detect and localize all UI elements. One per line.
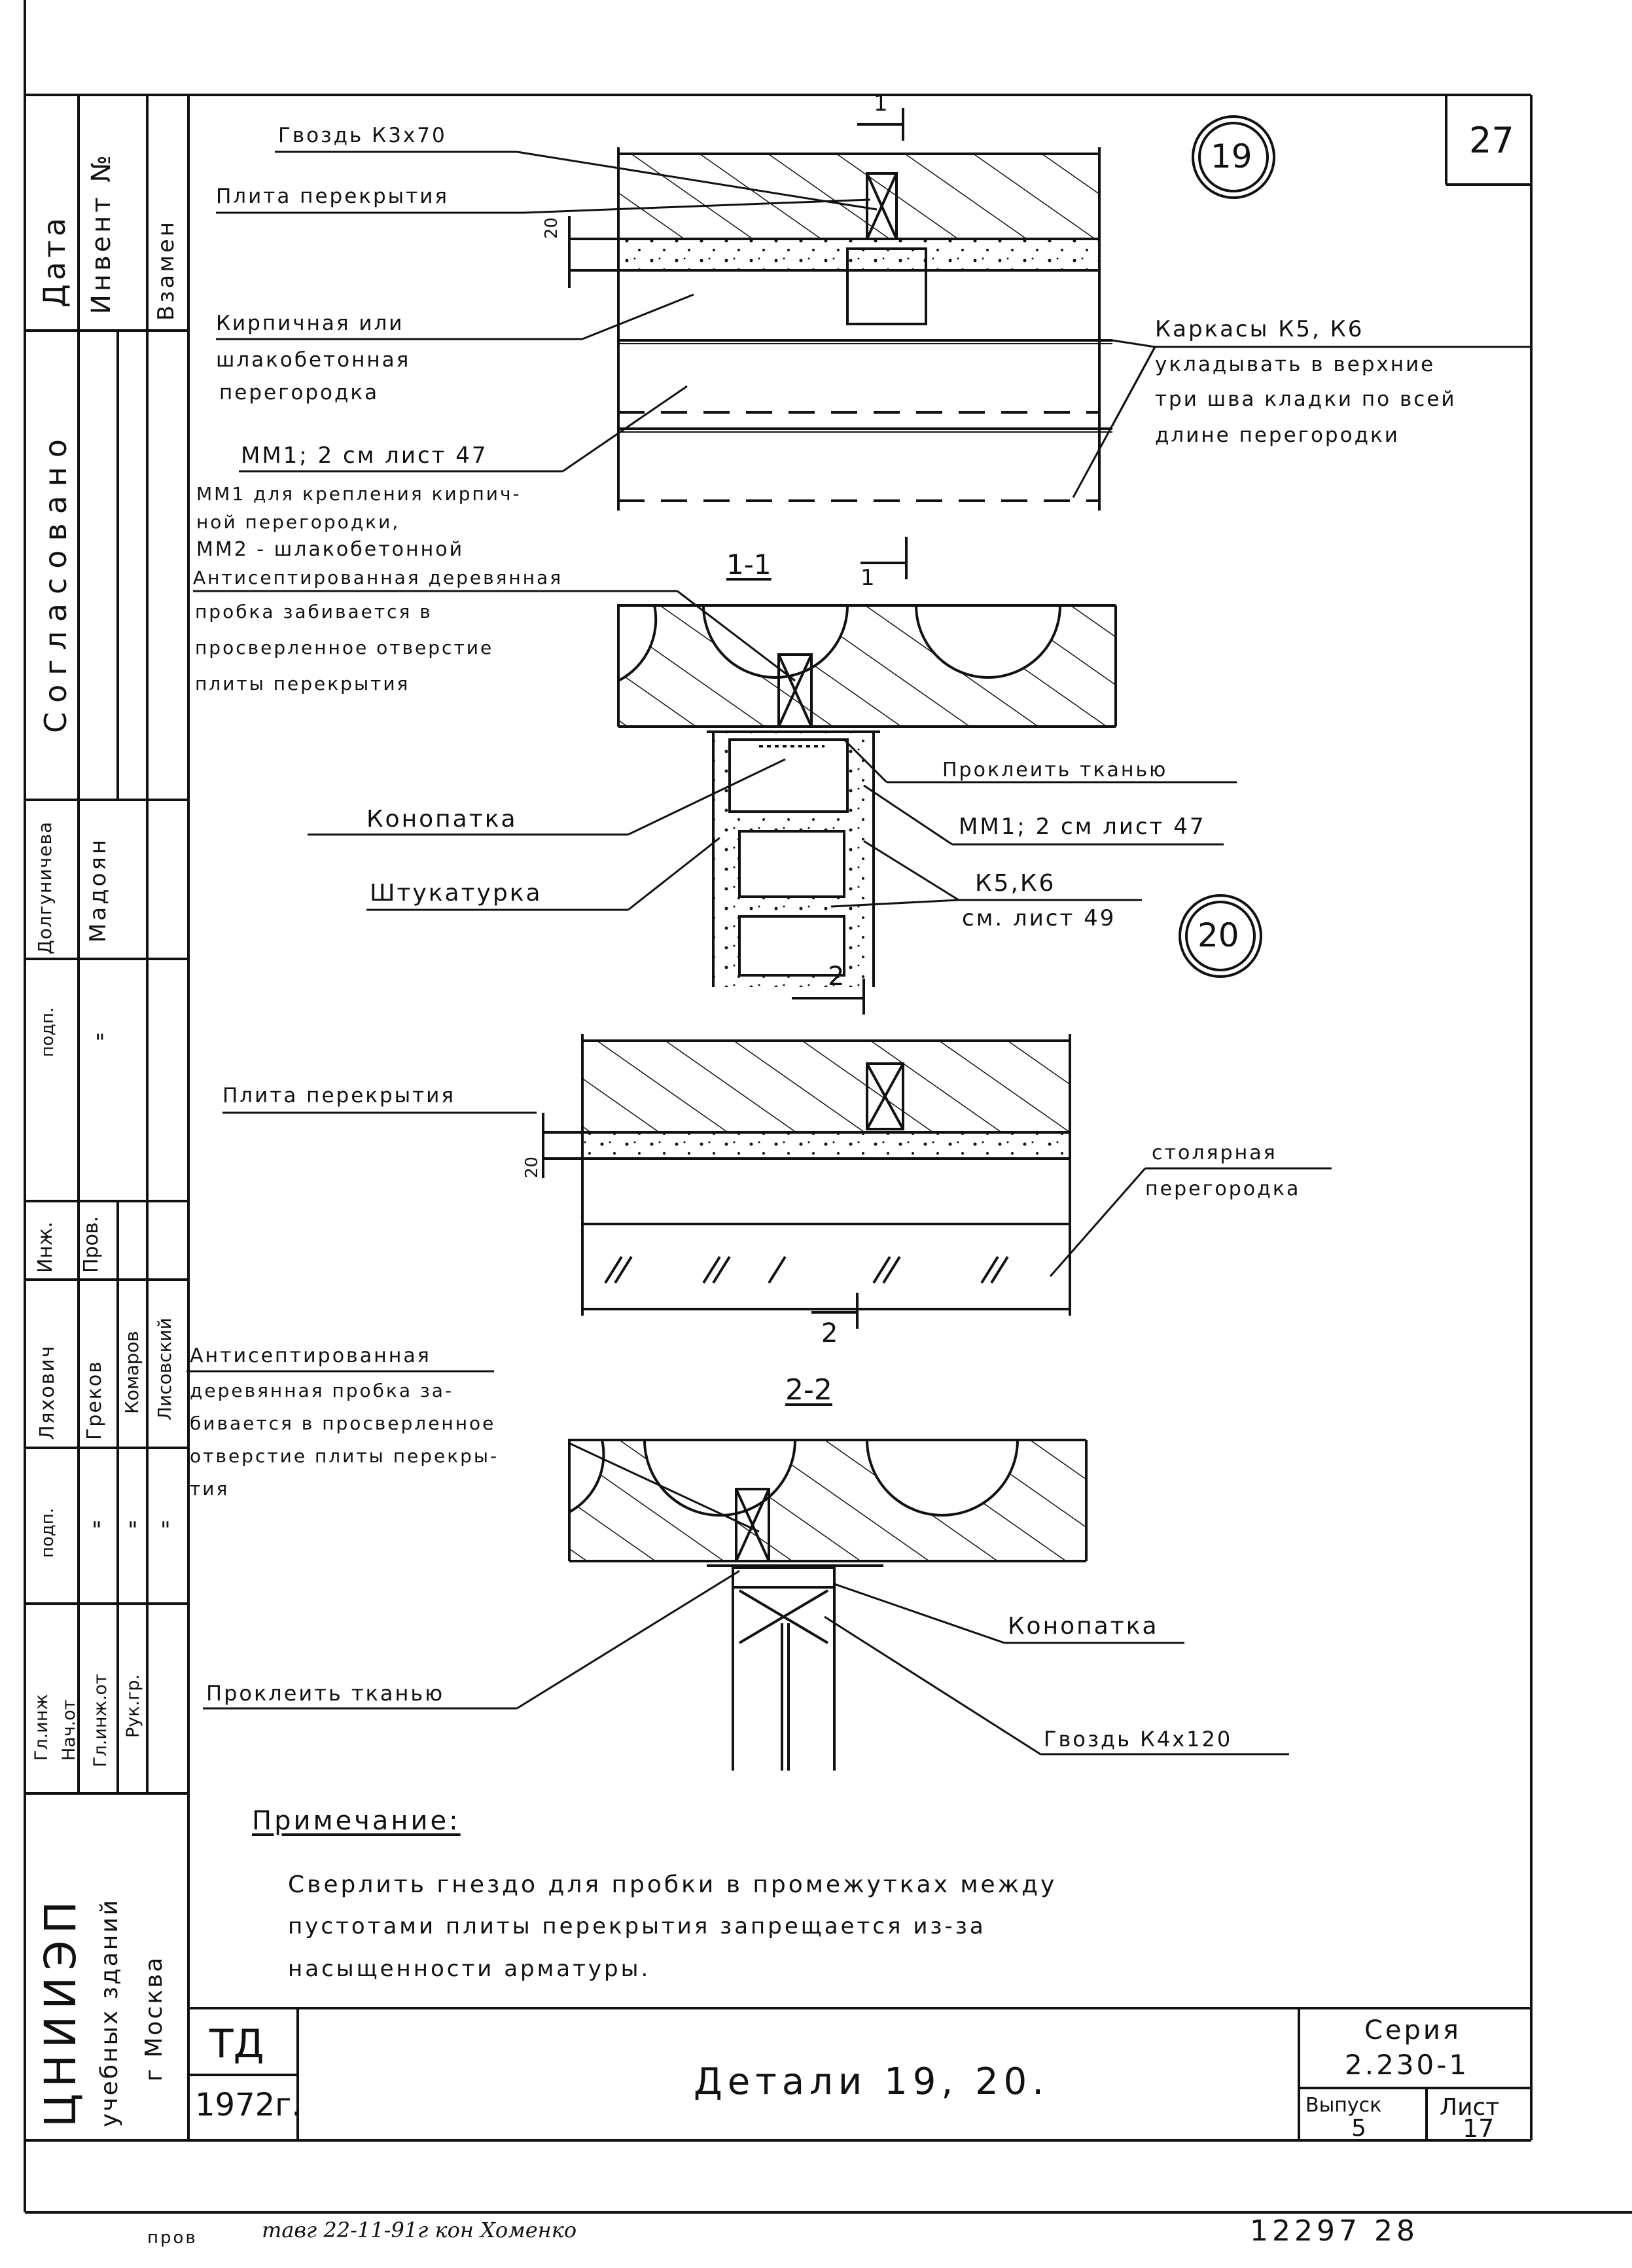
label-anti-1d: плиты перекрытия <box>195 673 410 694</box>
label-kirpich-2: шлакобетонная <box>216 348 411 372</box>
label-konopatka-1: Конопатка <box>366 806 518 833</box>
leader-lines <box>186 151 1531 1755</box>
label-mm1-note-2: ной перегородки, <box>196 511 400 533</box>
label-k5k6: К5,К6 <box>975 870 1056 897</box>
label-kirpich-3: перегородка <box>219 381 380 405</box>
list-value: 17 <box>1463 2114 1495 2143</box>
side-madoyan: Мадоян <box>85 837 111 943</box>
side-lyakhovich: Ляхович <box>36 1344 59 1440</box>
label-anti-2b: деревянная пробка за- <box>190 1380 454 1401</box>
footer-prov: пров <box>147 2228 198 2248</box>
dim-20-b: 20 <box>522 1156 542 1178</box>
label-karkasy-4: длине перегородки <box>1155 423 1400 447</box>
side-ditto-3: " <box>160 1517 171 1543</box>
label-shtukaturka: Штукатурка <box>370 880 542 907</box>
label-kirpich-1: Кирпичная или <box>216 312 404 335</box>
note-line-2: пустотами плиты перекрытия запрещается и… <box>288 1913 986 1939</box>
detail-20-plan <box>542 979 1071 1329</box>
dim-20-a: 20 <box>542 217 561 239</box>
label-mm1-note-3: ММ2 - шлакобетонной <box>196 538 465 561</box>
side-prov: Пров. <box>80 1215 103 1273</box>
side-inzh: Инж. <box>34 1221 57 1273</box>
seria-value: 2.230-1 <box>1345 2049 1470 2081</box>
side-ditto-1: " <box>92 1517 102 1543</box>
label-anti-2d: отверстие плиты перекры- <box>190 1445 499 1467</box>
side-komarov: Комаров <box>121 1331 143 1414</box>
label-mm1-b: ММ1; 2 см лист 47 <box>959 814 1206 840</box>
label-gvozd-k3: Гвоздь К3х70 <box>278 124 447 147</box>
side-org-name: ЦНИИЭП <box>35 1894 86 2127</box>
side-grekov: Греков <box>83 1360 106 1440</box>
title-year: 1972г. <box>195 2087 302 2123</box>
side-org-sub2: г Москва <box>141 1955 168 2081</box>
detail-circles <box>1179 115 1275 978</box>
sheet-frame <box>24 0 1632 2214</box>
side-podp-1: подп. <box>38 1007 58 1057</box>
side-podp-1-mark: " <box>95 1030 105 1056</box>
detail-20-number: 20 <box>1197 916 1239 954</box>
label-konopatka-2: Конопатка <box>1008 1613 1159 1640</box>
side-invent: Инвент № <box>86 151 116 314</box>
note-line-3: насыщенности арматуры. <box>288 1956 651 1982</box>
side-org-sub1: учебных зданий <box>96 1898 123 2127</box>
section-1-1-title: 1-1 <box>726 549 772 581</box>
side-nach-ot: Нач.от <box>59 1699 79 1761</box>
side-gl-inzh: Гл.инж <box>31 1694 52 1761</box>
side-soglasovano: Согласовано <box>38 430 73 733</box>
title-block-grid <box>188 2007 1531 2140</box>
cut-marker-2-top: 2 <box>828 962 845 992</box>
label-karkasy-2: укладывать в верхние <box>1155 353 1436 376</box>
label-stolyarnaya-2: перегородка <box>1145 1178 1301 1200</box>
label-k5k6-sheet: см. лист 49 <box>962 905 1116 931</box>
label-gvozd-k4: Гвоздь К4х120 <box>1044 1727 1233 1752</box>
vypusk-label: Выпуск <box>1305 2094 1382 2117</box>
label-karkasy-3: три шва кладки по всей <box>1155 387 1457 411</box>
footer-number: 12297 28 <box>1250 2214 1419 2248</box>
detail-19-number: 19 <box>1211 137 1252 175</box>
label-stolyarnaya-1: столярная <box>1152 1142 1277 1164</box>
label-prokl-1: Проклеить тканью <box>942 759 1168 782</box>
side-block-grid <box>25 95 190 2140</box>
sheet-number-top: 27 <box>1469 120 1514 161</box>
side-podp-2: подп. <box>38 1507 58 1558</box>
side-dolgunicheva: Долгуничева <box>34 821 56 954</box>
side-ruk-gr: Рук.гр. <box>123 1674 143 1738</box>
label-anti-1a: Антисептированная деревянная <box>193 567 563 588</box>
note-line-1: Сверлить гнездо для пробки в промежутках… <box>288 1871 1057 1898</box>
label-anti-1c: просверленное отверстие <box>195 637 494 658</box>
vypusk-value: 5 <box>1351 2115 1366 2142</box>
label-anti-1b: пробка забивается в <box>195 601 433 622</box>
label-plita-2: Плита перекрытия <box>222 1084 456 1107</box>
label-karkasy-1: Каркасы К5, К6 <box>1155 316 1364 342</box>
section-2-2-title: 2-2 <box>785 1373 832 1407</box>
drawing-title: Детали 19, 20. <box>694 2061 1050 2103</box>
label-mm1-note-1: ММ1 для крепления кирпич- <box>196 483 522 505</box>
side-vzamen: Взамен <box>153 219 179 321</box>
cut-marker-1: 1 <box>860 565 875 591</box>
label-prokl-2: Проклеить тканью <box>206 1681 445 1706</box>
label-anti-2a: Антисептированная <box>190 1344 431 1367</box>
side-ditto-2: " <box>128 1517 138 1543</box>
side-data: Дата <box>37 213 72 308</box>
section-2-2 <box>568 1439 1088 1771</box>
title-ta: ТД <box>209 2021 264 2067</box>
side-gl-inzh-ot: Гл.инж.от <box>90 1674 111 1767</box>
list-label: Лист <box>1440 2094 1500 2121</box>
label-plita-1: Плита перекрытия <box>216 185 450 208</box>
cut-marker-1-top: 1 <box>874 90 888 117</box>
label-anti-2e: тия <box>190 1478 230 1500</box>
label-mm1-a: ММ1; 2 см лист 47 <box>241 442 488 469</box>
cut-marker-2-bottom: 2 <box>821 1318 838 1348</box>
label-anti-2c: бивается в просверленное <box>190 1413 496 1434</box>
footer-signature: тавг 22-11-91г кон Хоменко <box>262 2218 577 2242</box>
detail-19-plan <box>568 108 1112 511</box>
side-lisovskiy: Лисовский <box>154 1318 175 1420</box>
note-title: Примечание: <box>252 1806 461 1836</box>
seria-label: Серия <box>1364 2015 1461 2045</box>
